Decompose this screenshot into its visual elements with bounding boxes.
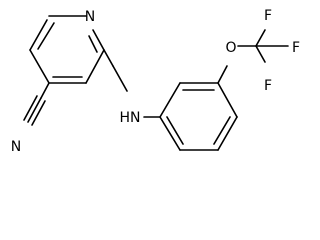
nitrile-single-bond	[40, 82, 50, 99]
nitrile-nitrogen-label: N	[11, 139, 21, 155]
ring-double-bond-inner	[88, 35, 98, 53]
ring-bond	[159, 116, 181, 151]
ring-bond	[92, 29, 105, 51]
nitrile-group	[23, 82, 50, 126]
amine-bond	[103, 49, 114, 67]
fluorine-bottom-label: F	[264, 78, 272, 94]
ring-bond	[217, 82, 238, 118]
fluorine-right-label: F	[292, 40, 300, 56]
carbon-fluorine-bond	[255, 29, 266, 47]
chemical-structure: N HN O N F F F	[11, 8, 300, 155]
ring-double-bond-inner	[37, 22, 55, 50]
amine-bond	[112, 65, 128, 92]
amine-label: HN	[120, 110, 141, 126]
ring-bond	[29, 49, 50, 84]
fluorine-top-label: F	[264, 8, 272, 24]
triple-bond-line	[27, 97, 42, 123]
phenyl-ring	[159, 82, 238, 151]
ring-bond	[217, 116, 238, 151]
oxygen-label: O	[225, 40, 236, 56]
aryl-oxygen-bond	[217, 65, 228, 84]
ring-double-bond-inner	[213, 116, 231, 145]
triple-bond-line	[23, 95, 38, 121]
ring-bond	[85, 49, 105, 84]
structure-figure: N HN O N F F F	[11, 8, 300, 155]
ring-bond	[159, 82, 181, 118]
triple-bond-line	[31, 100, 46, 126]
pyridine-ring	[29, 15, 105, 84]
ring-double-bond-inner	[166, 116, 184, 145]
carbon-fluorine-bond	[255, 45, 266, 63]
ring-bond	[29, 19, 48, 51]
trifluoromethoxy-group	[217, 29, 289, 84]
ring-nitrogen-label: N	[85, 9, 95, 25]
